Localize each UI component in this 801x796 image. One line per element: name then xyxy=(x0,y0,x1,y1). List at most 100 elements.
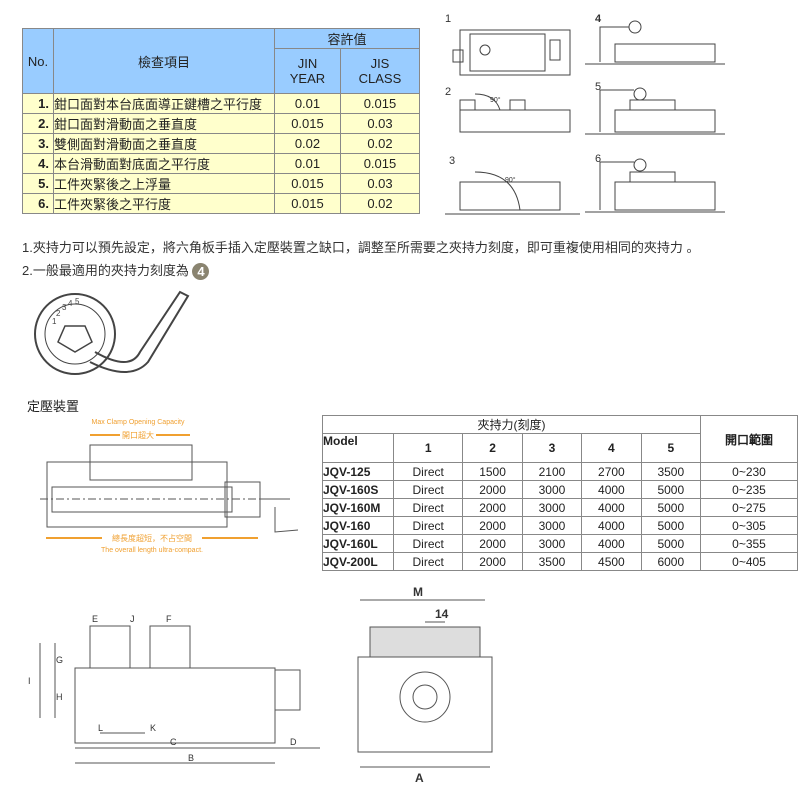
cell-force: Direct xyxy=(392,498,464,517)
cell-no: 1. xyxy=(22,93,54,114)
cell-force: 5000 xyxy=(640,498,702,517)
dim-C: C xyxy=(170,737,177,747)
cell-force: 3500 xyxy=(640,462,702,481)
cell-range: 0~305 xyxy=(700,516,798,535)
cell-jin: 0.01 xyxy=(274,93,341,114)
cell-jis: 0.02 xyxy=(339,193,421,214)
jis-l1: JIS xyxy=(370,56,390,71)
cell-force: 2000 xyxy=(462,516,523,535)
dial-caption: 定壓裝置 xyxy=(27,399,80,414)
cell-no: 4. xyxy=(22,153,54,174)
level-1: 1 xyxy=(392,433,464,463)
cell-force: Direct xyxy=(392,480,464,499)
cell-force: 5000 xyxy=(640,534,702,553)
jis-l2: CLASS xyxy=(358,71,402,86)
header-item: 檢查項目 xyxy=(53,28,275,94)
dial-mark-3: 3 xyxy=(62,303,67,312)
cell-range: 0~275 xyxy=(700,498,798,517)
diagram-4: 4 xyxy=(585,13,725,65)
cell-jis: 0.015 xyxy=(339,93,421,114)
cell-force: 5000 xyxy=(640,516,702,535)
scale-badge: 4 xyxy=(192,263,210,281)
cell-force: 4000 xyxy=(581,498,642,517)
diagram-2: 290° xyxy=(445,86,571,133)
note-1: 1.夾持力可以預先設定，將六角板手插入定壓裝置之缺口，調整至所需要之夾持力刻度，… xyxy=(22,240,700,255)
cell-model: JQV-200L xyxy=(322,552,394,571)
dim-14: 14 xyxy=(435,607,449,621)
svg-text:5: 5 xyxy=(595,81,601,93)
level-4: 4 xyxy=(581,433,642,463)
cell-jin: 0.015 xyxy=(274,173,341,194)
cell-force: 3000 xyxy=(521,516,583,535)
cell-force: 4000 xyxy=(581,480,642,499)
cell-item: 本台滑動面對底面之平行度 xyxy=(53,153,275,174)
cell-item: 雙側面對滑動面之垂直度 xyxy=(53,133,275,154)
cell-force: 2700 xyxy=(581,462,642,481)
dim-G: G xyxy=(56,655,63,665)
cell-force: Direct xyxy=(392,534,464,553)
dim-M: M xyxy=(413,585,423,599)
svg-text:1: 1 xyxy=(445,13,451,25)
dim-A: A xyxy=(415,771,424,785)
range-header: 開口範圍 xyxy=(700,415,798,463)
header-no: No. xyxy=(22,28,54,94)
dial-mark-2: 2 xyxy=(56,309,61,318)
cell-jin: 0.015 xyxy=(274,193,341,214)
dim-D: D xyxy=(290,737,297,747)
svg-text:6: 6 xyxy=(595,153,601,165)
front-dimension-drawing: M 14 A xyxy=(357,585,493,785)
cell-force: 4500 xyxy=(581,552,642,571)
cell-jin: 0.01 xyxy=(274,153,341,174)
capacity-zh: 開口超大 xyxy=(122,430,154,440)
cell-jis: 0.03 xyxy=(339,173,421,194)
cell-force: 5000 xyxy=(640,480,702,499)
cell-force: 2000 xyxy=(462,498,523,517)
cell-jin: 0.02 xyxy=(274,133,341,154)
cell-model: JQV-125 xyxy=(322,462,394,481)
jin-l2: YEAR xyxy=(289,71,326,86)
force-title: 夾持力(刻度) xyxy=(322,415,701,434)
svg-text:90°: 90° xyxy=(505,176,516,184)
cell-model: JQV-160M xyxy=(322,498,394,517)
cell-model: JQV-160L xyxy=(322,534,394,553)
cell-force: 2000 xyxy=(462,552,523,571)
dial-mark-1: 1 xyxy=(52,317,57,326)
svg-text:90°: 90° xyxy=(490,96,501,104)
cell-model: JQV-160S xyxy=(322,480,394,499)
cell-force: Direct xyxy=(392,552,464,571)
cell-force: 2000 xyxy=(462,480,523,499)
capacity-en: Max Clamp Opening Capacity xyxy=(92,419,185,426)
level-2: 2 xyxy=(462,433,523,463)
dim-L: L xyxy=(98,723,103,733)
cell-force: 1500 xyxy=(462,462,523,481)
cell-jis: 0.015 xyxy=(339,153,421,174)
diagram-5: 5 xyxy=(585,81,725,135)
dim-E: E xyxy=(92,614,98,624)
svg-text:4: 4 xyxy=(595,13,602,25)
diagram-6: 6 xyxy=(585,153,725,213)
cell-force: 6000 xyxy=(640,552,702,571)
jin-l1: JIN xyxy=(297,56,318,71)
cell-jin: 0.015 xyxy=(274,113,341,134)
length-en: The overall length ultra-compact. xyxy=(101,547,203,554)
cell-force: 2000 xyxy=(462,534,523,553)
dim-F: F xyxy=(166,614,172,624)
cell-no: 2. xyxy=(22,113,54,134)
cell-jis: 0.02 xyxy=(339,133,421,154)
cell-item: 工件夾緊後之平行度 xyxy=(53,193,275,214)
cell-force: 3500 xyxy=(521,552,583,571)
test-diagrams: 1 290° 390° 4 5 6 xyxy=(445,13,725,215)
cell-force: 4000 xyxy=(581,516,642,535)
